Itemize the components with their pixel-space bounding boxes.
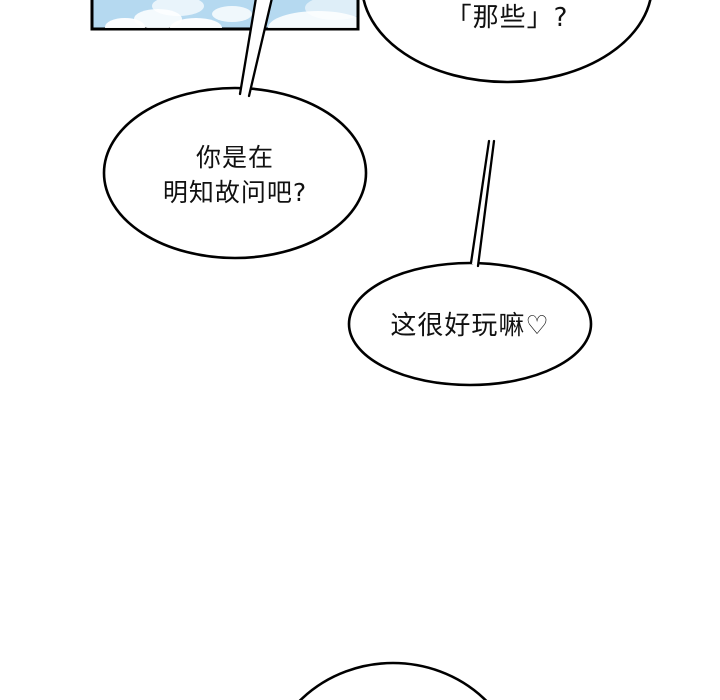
speech-bubble-3-tail-line: [469, 139, 491, 265]
speech-bubble-1: [362, 0, 652, 84]
cloud-shape: [305, 0, 357, 20]
cloud-shape: [170, 18, 222, 28]
speech-bubble-1-text: 「那些」?: [445, 3, 569, 33]
cloud-shape: [212, 6, 252, 22]
speech-bubble-3-tail-line: [476, 139, 496, 268]
speech-bubble-3-text: 这很好玩嘛♡: [390, 311, 550, 341]
speech-bubble-2-tail: [239, 0, 272, 97]
speech-bubble-2-tail-line: [247, 0, 273, 98]
cloud-group: [105, 0, 357, 28]
speech-bubble-2-text: 你是在 明知故问吧?: [162, 143, 308, 207]
speech-bubble-2: [102, 86, 368, 260]
speech-bubble-4: [298, 661, 488, 700]
cloud-shape: [152, 0, 204, 16]
speech-bubble-2-tail-line: [238, 0, 257, 96]
